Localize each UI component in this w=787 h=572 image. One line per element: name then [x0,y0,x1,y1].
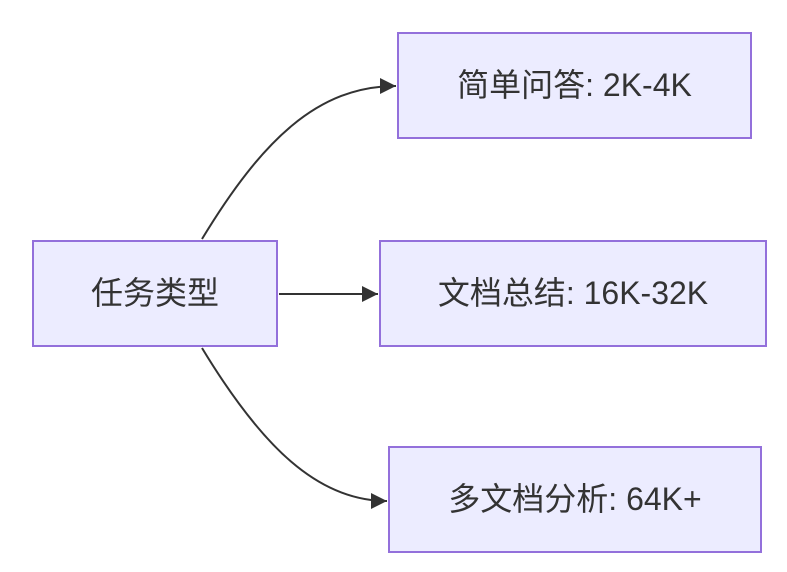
node-multidoc-analysis-label: 多文档分析: 64K+ [448,481,702,518]
node-doc-summary: 文档总结: 16K-32K [379,240,767,347]
edge-root-to-simple-qa [201,78,397,240]
edge-root-to-multidoc-analysis [201,347,388,509]
node-doc-summary-label: 文档总结: 16K-32K [437,275,709,312]
node-simple-qa-label: 简单问答: 2K-4K [457,67,692,104]
node-task-type-label: 任务类型 [90,275,219,312]
node-multidoc-analysis: 多文档分析: 64K+ [388,446,762,553]
node-simple-qa: 简单问答: 2K-4K [397,32,752,139]
node-task-type: 任务类型 [32,240,278,347]
